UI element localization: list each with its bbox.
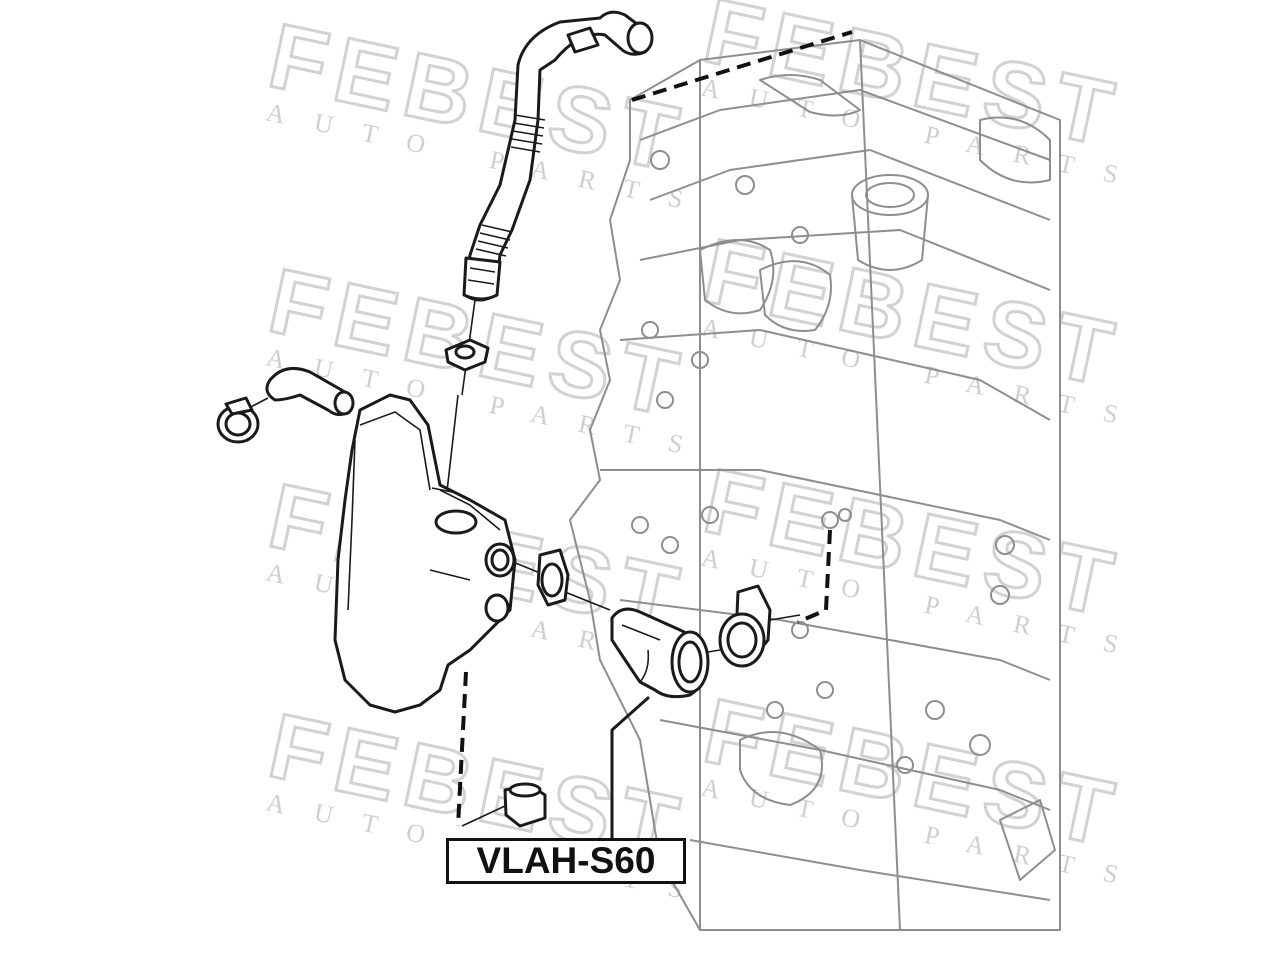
watermark-top-right: FEBEST AUTO PARTS <box>694 0 1150 196</box>
elbow-hose-vlah-s60 <box>610 607 710 699</box>
part-number-text: VLAH-S60 <box>476 840 656 881</box>
engine-bolts <box>631 150 1015 774</box>
part-number-label: VLAH-S60 <box>446 838 686 884</box>
hose-clamp-middle <box>536 548 570 607</box>
small-hose-left <box>265 366 355 417</box>
watermark-bottom-right: FEBEST AUTO PARTS <box>694 678 1150 895</box>
hose-clip-upper <box>444 338 490 372</box>
engine-block <box>569 39 1061 931</box>
hose-clamp-left <box>216 396 260 444</box>
breather-hose <box>462 10 654 302</box>
rubber-bushing <box>503 782 547 828</box>
hose-clamp-right <box>718 584 772 668</box>
oil-separator-housing <box>333 393 517 714</box>
